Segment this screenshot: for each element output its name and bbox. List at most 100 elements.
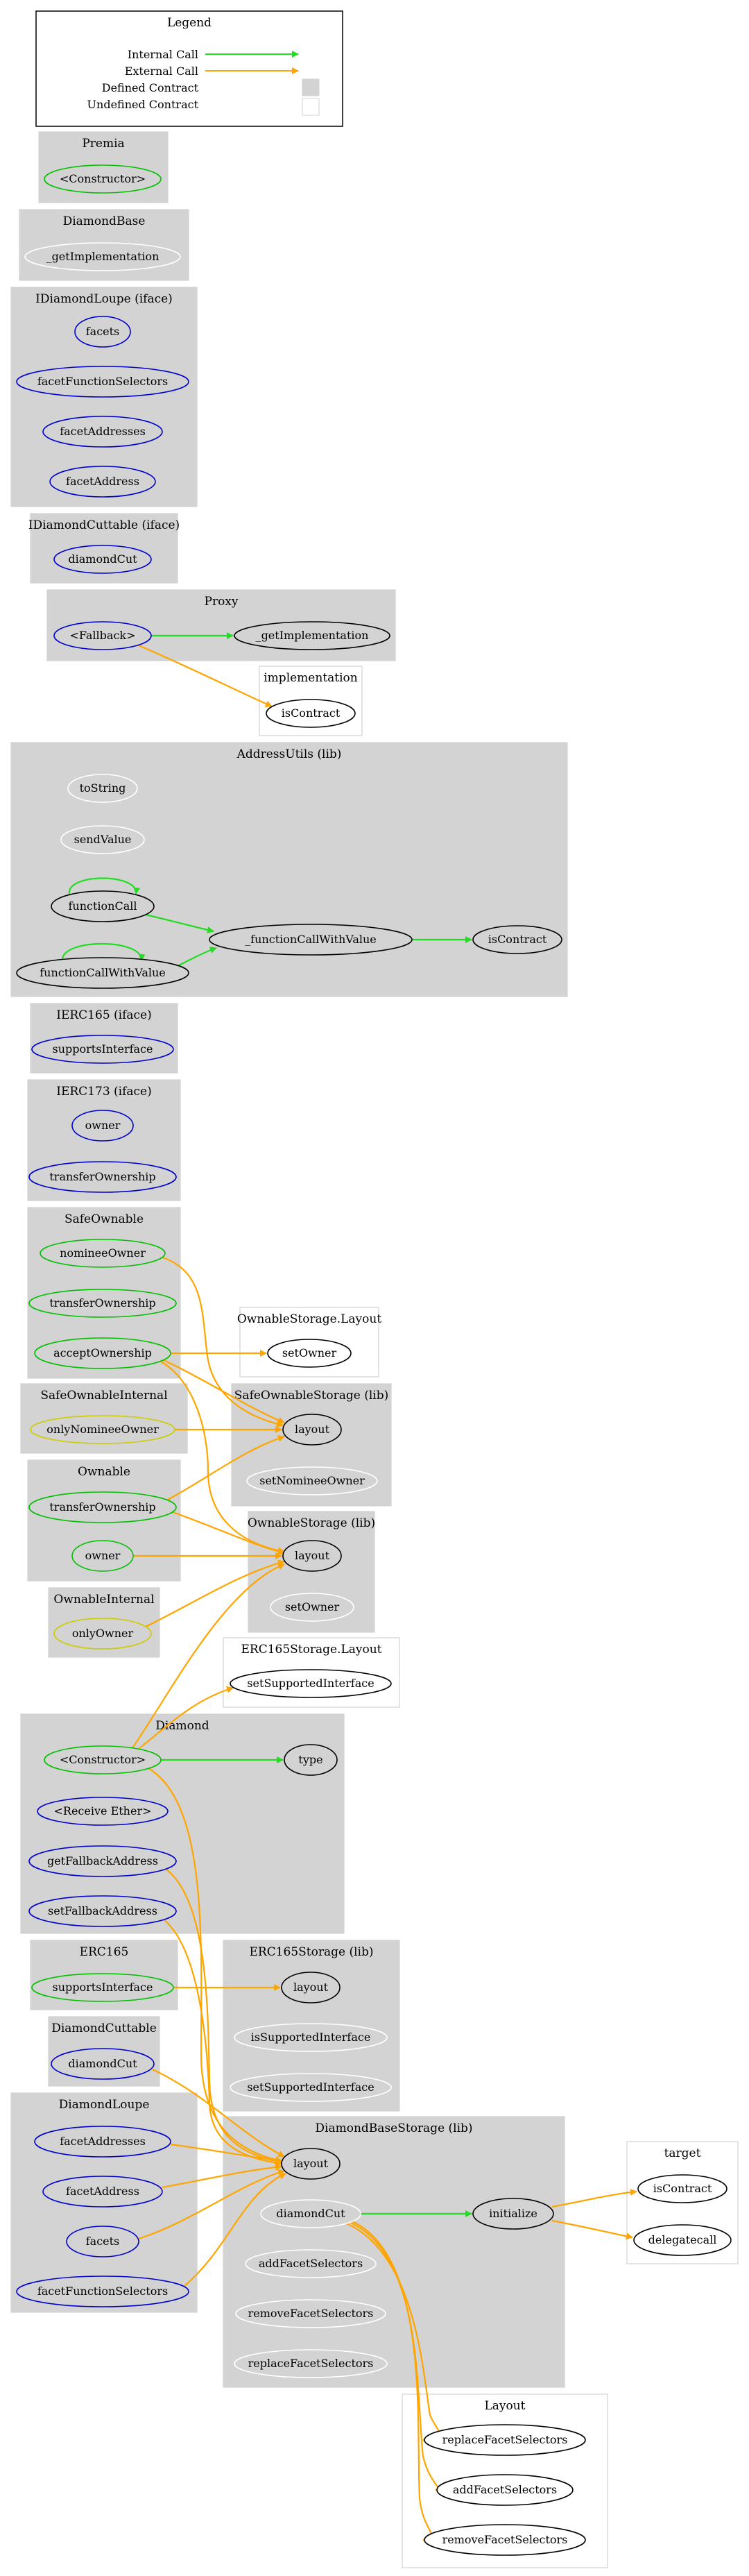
- node-ierc173_owner[interactable]: owner: [71, 1110, 134, 1142]
- node-ierc165_supports[interactable]: supportsInterface: [31, 1035, 174, 1064]
- node-dia_receive[interactable]: <Receive Ether>: [37, 1797, 169, 1826]
- node-ellipse-idl_faddr[interactable]: [49, 466, 156, 498]
- node-ierc173_transfer[interactable]: transferOwnership: [28, 1161, 177, 1193]
- node-dbs_layout[interactable]: layout: [281, 2148, 341, 2180]
- node-ellipse-own_owner[interactable]: [71, 1540, 134, 1572]
- node-dl_faddr[interactable]: facetAddress: [42, 2176, 163, 2208]
- node-ellipse-erc165_supports[interactable]: [31, 1973, 174, 2002]
- node-oi_only[interactable]: onlyOwner: [53, 1618, 152, 1650]
- node-dia_getfallback[interactable]: getFallbackAddress: [28, 1845, 177, 1877]
- node-dl_facets[interactable]: facets: [66, 2226, 139, 2257]
- node-idl_faddrs[interactable]: facetAddresses: [42, 416, 163, 448]
- node-ellipse-au_fcwv[interactable]: [16, 957, 189, 989]
- node-ellipse-idl_faddrs[interactable]: [42, 416, 163, 448]
- node-ellipse-dia_constructor[interactable]: [44, 1745, 162, 1774]
- node-ellipse-dl_facets[interactable]: [66, 2226, 139, 2257]
- node-ellipse-au_iscontract[interactable]: [472, 925, 562, 954]
- node-soi_only[interactable]: onlyNomineeOwner: [30, 1415, 175, 1444]
- node-ellipse-so_transfer[interactable]: [28, 1289, 177, 1318]
- node-ellipse-idl_facets[interactable]: [74, 316, 131, 348]
- node-idl_ffs[interactable]: facetFunctionSelectors: [16, 366, 189, 398]
- node-ellipse-dbs_initialize[interactable]: [472, 2198, 554, 2230]
- node-ellipse-ierc173_owner[interactable]: [71, 1110, 134, 1142]
- node-es_issupported[interactable]: isSupportedInterface: [234, 2023, 388, 2052]
- node-ellipse-dl_ffs[interactable]: [16, 2276, 189, 2307]
- node-ellipse-proxy_fallback[interactable]: [53, 621, 152, 650]
- node-ellipse-dc_cut[interactable]: [51, 2048, 155, 2080]
- node-os_layout[interactable]: layout: [282, 1540, 342, 1572]
- node-ellipse-layout_remove[interactable]: [424, 2524, 586, 2556]
- node-esl_setsupported[interactable]: setSupportedInterface: [230, 1669, 392, 1698]
- node-idl_faddr[interactable]: facetAddress: [49, 466, 156, 498]
- node-ellipse-idl_ffs[interactable]: [16, 366, 189, 398]
- node-ellipse-diamondbase_getimpl[interactable]: [24, 242, 181, 271]
- node-ellipse-sos_setnominee[interactable]: [246, 1466, 378, 1495]
- node-ellipse-au_fcwv_priv[interactable]: [209, 924, 413, 956]
- node-dl_ffs[interactable]: facetFunctionSelectors: [16, 2276, 189, 2307]
- node-dbs_remove[interactable]: removeFacetSelectors: [235, 2299, 386, 2328]
- node-erc165_supports[interactable]: supportsInterface: [31, 1973, 174, 2002]
- node-dbs_initialize[interactable]: initialize: [472, 2198, 554, 2230]
- node-dbs_add[interactable]: addFacetSelectors: [245, 2249, 377, 2278]
- node-dia_constructor[interactable]: <Constructor>: [44, 1745, 162, 1774]
- node-au_sendvalue[interactable]: sendValue: [60, 825, 145, 854]
- node-ellipse-dbs_replace[interactable]: [234, 2349, 388, 2378]
- node-ellipse-so_accept[interactable]: [34, 1337, 171, 1369]
- node-idc_cut[interactable]: diamondCut: [53, 545, 152, 574]
- node-ellipse-ierc173_transfer[interactable]: [28, 1161, 177, 1193]
- node-so_nominee[interactable]: nomineeOwner: [40, 1239, 166, 1268]
- node-es_setsupported[interactable]: setSupportedInterface: [230, 2073, 392, 2102]
- node-os_setowner[interactable]: setOwner: [270, 1593, 354, 1622]
- node-idl_facets[interactable]: facets: [74, 316, 131, 348]
- node-ellipse-dbs_layout[interactable]: [281, 2148, 341, 2180]
- node-ellipse-dia_setfallback[interactable]: [28, 1895, 177, 1927]
- node-ellipse-dia_getfallback[interactable]: [28, 1845, 177, 1877]
- node-impl_iscontract[interactable]: isContract: [266, 699, 356, 728]
- node-layout_add[interactable]: addFacetSelectors: [436, 2474, 574, 2506]
- node-diamondbase_getimpl[interactable]: _getImplementation: [24, 242, 181, 271]
- node-dl_faddrs[interactable]: facetAddresses: [34, 2126, 171, 2158]
- node-ellipse-so_nominee[interactable]: [40, 1239, 166, 1268]
- node-osl_setowner[interactable]: setOwner: [267, 1339, 352, 1368]
- node-ellipse-au_functioncall[interactable]: [51, 890, 155, 922]
- node-ellipse-esl_setsupported[interactable]: [230, 1669, 392, 1698]
- node-ellipse-sos_layout[interactable]: [282, 1414, 342, 1446]
- node-ellipse-osl_setowner[interactable]: [267, 1339, 352, 1368]
- node-dbs_cut[interactable]: diamondCut: [260, 2199, 361, 2228]
- node-ellipse-dl_faddrs[interactable]: [34, 2126, 171, 2158]
- node-ellipse-ierc165_supports[interactable]: [31, 1035, 174, 1064]
- node-dc_cut[interactable]: diamondCut: [51, 2048, 155, 2080]
- node-au_iscontract[interactable]: isContract: [472, 925, 562, 954]
- node-layout_replace[interactable]: replaceFacetSelectors: [424, 2424, 586, 2456]
- node-proxy_getimpl[interactable]: _getImplementation: [234, 621, 390, 650]
- node-dia_setfallback[interactable]: setFallbackAddress: [28, 1895, 177, 1927]
- node-ellipse-es_issupported[interactable]: [234, 2023, 388, 2052]
- node-ellipse-proxy_getimpl[interactable]: [234, 621, 390, 650]
- node-au_tostring[interactable]: toString: [67, 774, 138, 803]
- node-ellipse-own_transfer[interactable]: [28, 1491, 177, 1523]
- node-ellipse-layout_add[interactable]: [436, 2474, 574, 2506]
- node-so_transfer[interactable]: transferOwnership: [28, 1289, 177, 1318]
- node-premia_constructor[interactable]: <Constructor>: [44, 164, 162, 194]
- node-ellipse-soi_only[interactable]: [30, 1415, 175, 1444]
- node-target_iscontract[interactable]: isContract: [637, 2174, 728, 2203]
- node-sos_setnominee[interactable]: setNomineeOwner: [246, 1466, 378, 1495]
- node-au_fcwv[interactable]: functionCallWithValue: [16, 957, 189, 989]
- node-ellipse-os_setowner[interactable]: [270, 1593, 354, 1622]
- node-ellipse-dbs_cut[interactable]: [260, 2199, 361, 2228]
- node-own_transfer[interactable]: transferOwnership: [28, 1491, 177, 1523]
- node-so_accept[interactable]: acceptOwnership: [34, 1337, 171, 1369]
- node-ellipse-es_setsupported[interactable]: [230, 2073, 392, 2102]
- node-ellipse-oi_only[interactable]: [53, 1618, 152, 1650]
- node-ellipse-au_sendvalue[interactable]: [60, 825, 145, 854]
- node-ellipse-dbs_remove[interactable]: [235, 2299, 386, 2328]
- node-ellipse-target_iscontract[interactable]: [637, 2174, 728, 2203]
- node-ellipse-impl_iscontract[interactable]: [266, 699, 356, 728]
- node-ellipse-os_layout[interactable]: [282, 1540, 342, 1572]
- node-dia_type[interactable]: type: [284, 1744, 338, 1776]
- node-au_functioncall[interactable]: functionCall: [51, 890, 155, 922]
- node-ellipse-premia_constructor[interactable]: [44, 164, 162, 194]
- node-ellipse-au_tostring[interactable]: [67, 774, 138, 803]
- node-ellipse-dbs_add[interactable]: [245, 2249, 377, 2278]
- node-au_fcwv_priv[interactable]: _functionCallWithValue: [209, 924, 413, 956]
